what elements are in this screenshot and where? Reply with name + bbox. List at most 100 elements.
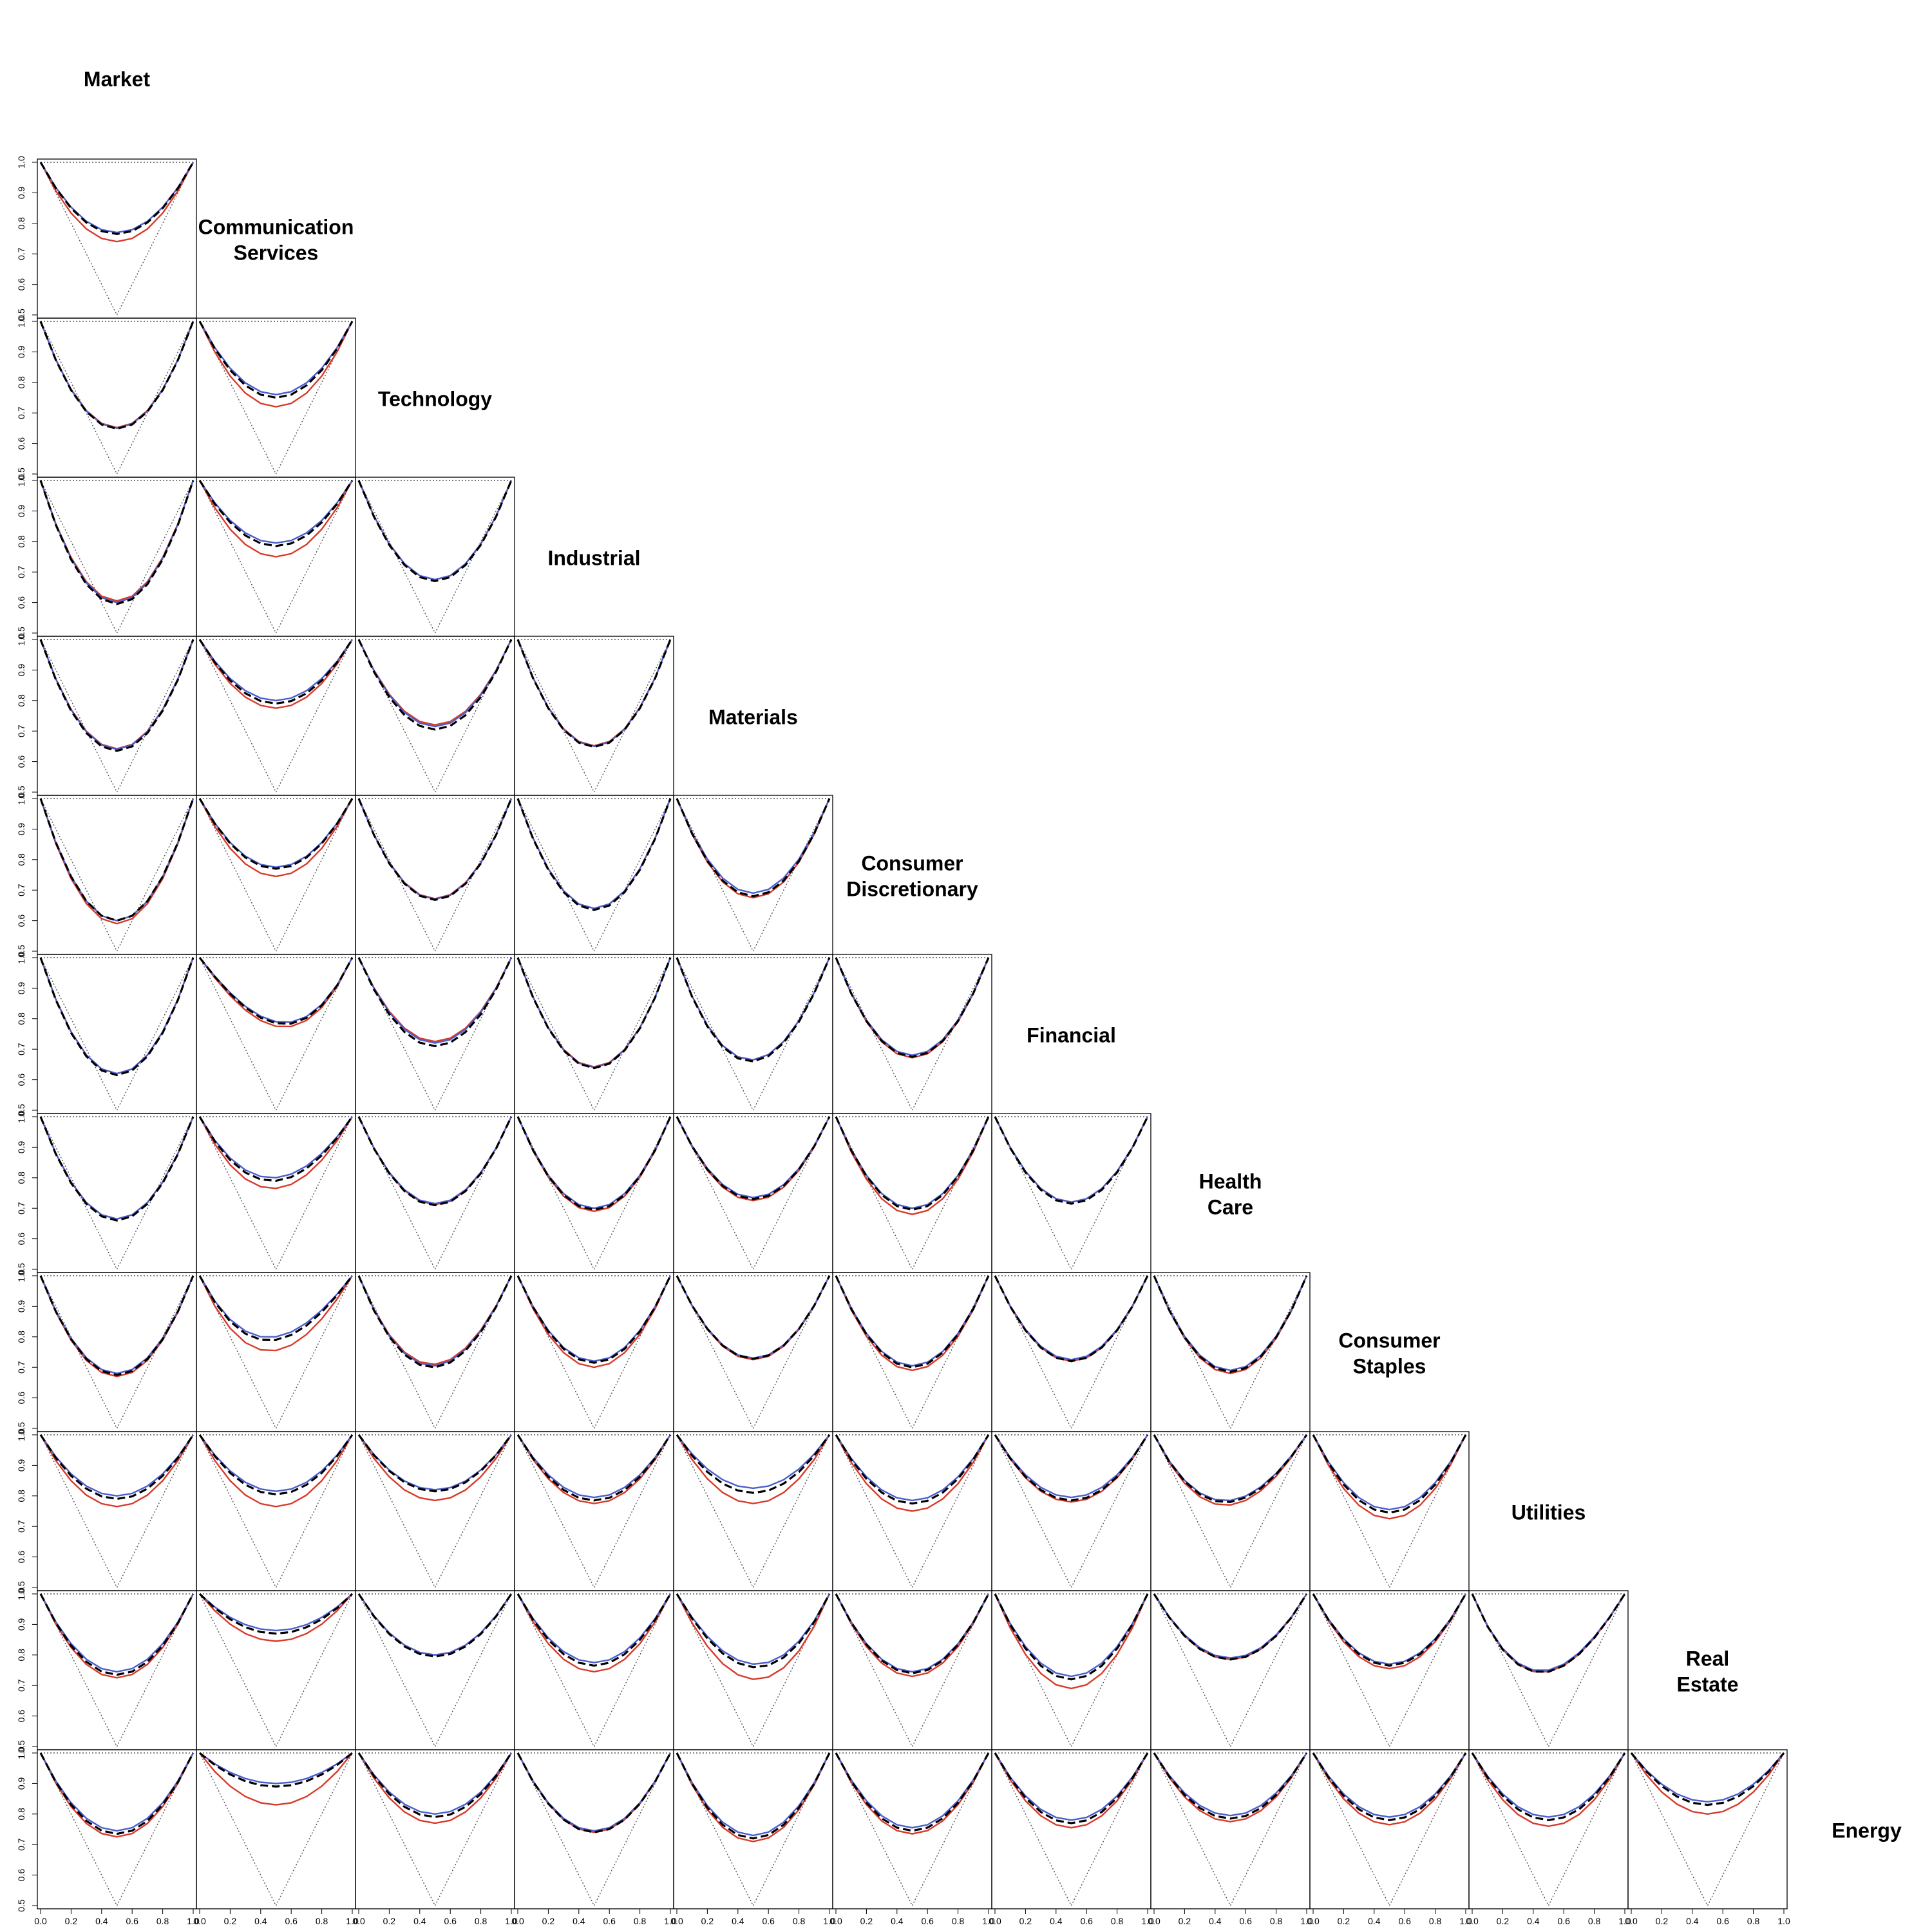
panel-frame <box>37 317 197 478</box>
panel-frame <box>196 1590 356 1750</box>
series-line-blue <box>1312 1593 1467 1665</box>
sector-label-line: Real <box>1686 1647 1730 1671</box>
series-line-black <box>198 1116 354 1182</box>
series-line-red <box>516 1434 672 1504</box>
panel-frame <box>832 1749 992 1909</box>
series-line-black <box>357 1275 513 1368</box>
series-line-blue <box>994 1434 1148 1499</box>
series-line-black <box>39 798 194 922</box>
lower-bound-line <box>40 480 194 634</box>
series-line-black <box>198 321 354 399</box>
series-line-black <box>835 1752 990 1832</box>
panel-frame <box>37 1431 197 1591</box>
x-tick-label: 1.0 <box>505 1916 518 1926</box>
panel-frame <box>355 477 515 637</box>
panel-frame <box>991 1431 1151 1591</box>
series-line-blue <box>357 1275 513 1367</box>
series-line-black <box>835 1275 990 1368</box>
series-line-black <box>198 480 354 547</box>
lower-bound-line <box>40 798 194 952</box>
y-tick-label: 0.7 <box>16 1043 26 1056</box>
x-tick-label: 0.2 <box>860 1916 873 1926</box>
x-tick-label: 0.6 <box>1557 1916 1570 1926</box>
x-tick-label: 0.2 <box>383 1916 396 1926</box>
lower-bound-line <box>835 1116 989 1271</box>
series-line-black <box>516 957 672 1070</box>
x-tick-label: 0.6 <box>921 1916 934 1926</box>
series-line-black <box>357 1116 513 1207</box>
panel-frame <box>514 1431 674 1591</box>
lower-bound-line <box>358 1752 512 1907</box>
lower-bound-line <box>835 1275 989 1430</box>
sector-label-line: Utilities <box>1511 1501 1586 1524</box>
lower-bound-line <box>1631 1752 1785 1907</box>
y-tick-label: 0.6 <box>16 1869 26 1882</box>
sector-label-line: Energy <box>1832 1819 1902 1842</box>
x-tick-label: 0.8 <box>156 1916 169 1926</box>
y-tick-label: 0.6 <box>16 1710 26 1723</box>
x-tick-label: 0.6 <box>1080 1916 1093 1926</box>
x-tick-label: 0.6 <box>1716 1916 1729 1926</box>
series-line-red <box>1312 1752 1467 1826</box>
series-line-blue <box>199 639 353 702</box>
panel-frame <box>196 1431 356 1591</box>
series-line-blue <box>199 1593 353 1632</box>
sector-label-line: Consumer <box>1338 1329 1440 1352</box>
series-line-red <box>199 957 354 1028</box>
sector-label-line: Materials <box>708 706 798 729</box>
sector-label-line: Industrial <box>547 547 640 570</box>
x-tick-label: 0.4 <box>1368 1916 1381 1926</box>
sector-label: Financial <box>1027 1024 1116 1047</box>
series-line-red <box>1471 1593 1626 1673</box>
series-line-blue <box>516 1116 672 1209</box>
x-tick-label: 0.2 <box>1656 1916 1669 1926</box>
lower-bound-line <box>835 1752 989 1907</box>
series-line-blue <box>40 1434 194 1497</box>
lower-bound-line <box>676 1593 830 1748</box>
y-tick-label: 0.7 <box>16 1361 26 1374</box>
series-line-red <box>198 480 354 558</box>
sector-label: Energy <box>1832 1819 1902 1842</box>
series-line-black <box>39 1593 194 1676</box>
lower-bound-line <box>994 1752 1148 1907</box>
series-line-black <box>835 1593 990 1674</box>
x-tick-label: 0.8 <box>1270 1916 1283 1926</box>
x-tick-label: 0.2 <box>1019 1916 1032 1926</box>
x-tick-label: 0.4 <box>413 1916 426 1926</box>
series-line-blue <box>199 1434 353 1492</box>
lower-bound-line <box>994 1434 1148 1589</box>
series-line-red <box>994 1752 1149 1829</box>
series-line-blue <box>835 1116 990 1209</box>
series-line-red <box>676 1752 831 1842</box>
series-line-blue <box>1312 1752 1467 1818</box>
y-tick-label: 1.0 <box>16 1110 26 1123</box>
series-line-black <box>1153 1275 1308 1373</box>
x-tick-label: 0.8 <box>952 1916 965 1926</box>
series-line-red <box>357 1434 513 1502</box>
series-line-black <box>357 480 513 583</box>
y-tick-label: 0.9 <box>16 345 26 358</box>
x-tick-label: 0.2 <box>65 1916 78 1926</box>
x-tick-label: 0.0 <box>989 1916 1001 1926</box>
x-tick-label: 1.0 <box>1618 1916 1631 1926</box>
y-tick-label: 0.9 <box>16 822 26 835</box>
series-line-black <box>516 1116 672 1211</box>
series-line-red <box>516 1275 672 1368</box>
series-line-black <box>1630 1752 1785 1806</box>
panel-frame <box>673 1113 833 1273</box>
series-line-blue <box>516 1593 672 1663</box>
y-tick-label: 0.7 <box>16 1838 26 1851</box>
panel-frame <box>1150 1590 1311 1750</box>
x-tick-label: 1.0 <box>664 1916 677 1926</box>
x-tick-label: 0.4 <box>254 1916 267 1926</box>
x-tick-label: 0.0 <box>511 1916 524 1926</box>
y-tick-label: 0.8 <box>16 1649 26 1662</box>
x-tick-label: 1.0 <box>1777 1916 1790 1926</box>
series-line-blue <box>198 1116 353 1179</box>
series-line-red <box>1631 1752 1785 1815</box>
panel-frame <box>514 1113 674 1273</box>
series-line-blue <box>517 1434 671 1499</box>
